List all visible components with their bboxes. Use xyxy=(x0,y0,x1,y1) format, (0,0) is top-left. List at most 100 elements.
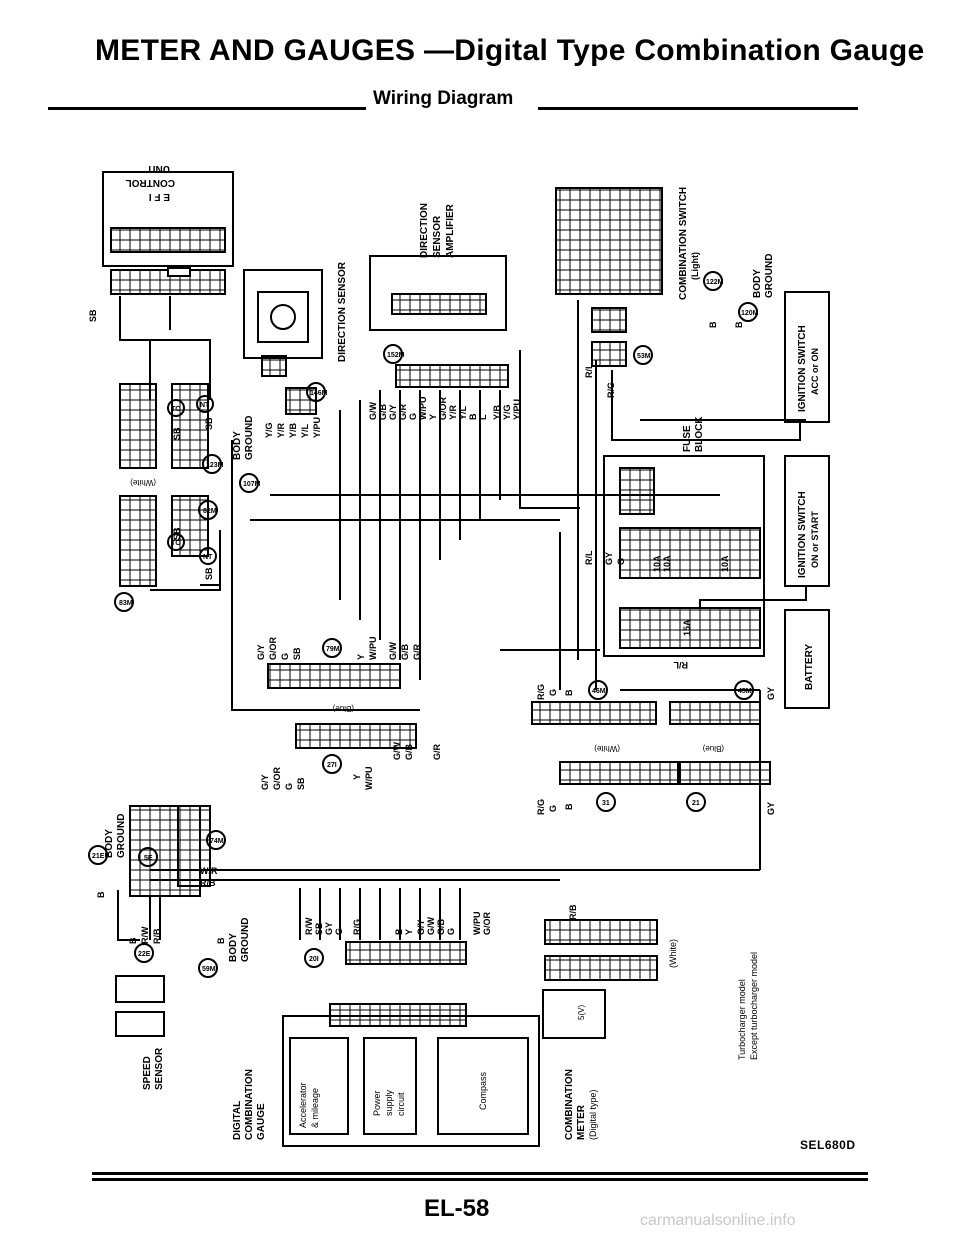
code-21: 21 xyxy=(692,800,700,807)
code-59m: 59M xyxy=(202,966,216,973)
white-label-left: (White) xyxy=(130,478,156,487)
code-82m: 82M xyxy=(203,508,217,515)
connector-82m xyxy=(198,500,218,520)
code-46m: 46M xyxy=(592,688,606,695)
wire-gw-lo: G/W xyxy=(392,741,402,760)
wire-g-5: G xyxy=(334,928,344,935)
compass-label: Compass xyxy=(478,1071,488,1110)
connector-nt-1 xyxy=(196,395,214,413)
connector-120m xyxy=(738,302,758,322)
code-tc-2: TC xyxy=(171,540,180,547)
fuse-block xyxy=(603,455,765,657)
direction-amp-label-3: AMPLIFIER xyxy=(445,203,456,258)
blue-label-right: (Blue) xyxy=(702,744,724,753)
wire-gw-mid: G/W xyxy=(388,641,398,660)
code-5e: 5E xyxy=(144,855,153,862)
direction-sensor-label: DIRECTION SENSOR xyxy=(337,261,348,362)
wire-b-9: B xyxy=(394,928,404,935)
speed-sensor xyxy=(115,975,165,1037)
fuse-15a: 15A xyxy=(682,619,692,636)
code-146m: 146M xyxy=(310,390,328,397)
wire-gy-5: GY xyxy=(324,922,334,935)
digital-combination-gauge xyxy=(282,1015,540,1147)
subtitle-line-left xyxy=(48,107,366,110)
wire-rb-3: R/B xyxy=(568,904,578,920)
code-31: 31 xyxy=(602,800,610,807)
code-83m: 83M xyxy=(119,600,133,607)
wire-gor-lo: G/OR xyxy=(272,766,282,790)
wire-gor-1: G/OR xyxy=(438,396,448,420)
fuse-block-label-2: BLOCK xyxy=(694,416,705,452)
page-subtitle: Wiring Diagram xyxy=(373,88,514,109)
connector-21-block xyxy=(677,761,771,812)
ignition-switch-acc-box xyxy=(784,291,830,423)
mid-body-ground-1: BODY xyxy=(232,431,243,460)
wire-gr-mid: G/R xyxy=(412,643,422,660)
wire-gy-lo: G/Y xyxy=(260,774,270,790)
code-tc-1: TC xyxy=(171,406,180,413)
wire-b-6: B xyxy=(96,891,106,898)
watermark: carmanualsonline.info xyxy=(640,1212,796,1229)
wire-rl-2: R/L xyxy=(584,550,594,565)
connector-53m xyxy=(633,345,653,365)
battery-label: BATTERY xyxy=(804,644,815,690)
body-ground-label-1: BODY xyxy=(752,269,763,298)
meter-white-label: (White) xyxy=(668,939,678,968)
ecu-label-3: UNIT xyxy=(147,163,170,174)
wire-wpu-mid: W/PU xyxy=(368,637,378,661)
wire-yb-1: Y/B xyxy=(288,422,298,438)
ecu-label-1: E F I xyxy=(149,191,170,202)
fuse-10a-1: 10A xyxy=(652,555,662,572)
accelerator-label-2: & mileage xyxy=(310,1088,320,1128)
direction-amp-label-1: DIRECTION xyxy=(419,203,430,258)
wire-ypu-2: Y/PU xyxy=(512,399,522,420)
combination-meter-label-3: (Digital type) xyxy=(588,1089,598,1140)
code-74m: 74M xyxy=(210,838,224,845)
power-supply-label-2: supply xyxy=(384,1089,394,1116)
connector-27i-block xyxy=(295,723,417,774)
wire-g-3: G xyxy=(548,689,558,696)
lower-left-connectors xyxy=(88,805,226,978)
connector-146m xyxy=(306,382,326,402)
blue-label-mid: (Blue) xyxy=(332,704,354,713)
diagram-code: SEL680D xyxy=(800,1138,856,1152)
code-21e: 21E xyxy=(92,853,105,860)
code-nt-1: NT xyxy=(200,402,210,409)
direction-sensor xyxy=(243,269,323,415)
connector-152m xyxy=(383,344,403,364)
wire-rl-3: R/L xyxy=(673,660,688,670)
wire-sb-mid: SB xyxy=(292,647,302,660)
connector-122m xyxy=(703,271,723,291)
wire-yl-2: Y/L xyxy=(458,405,468,420)
fuse-10a-2: 10A xyxy=(662,555,672,572)
connector-79m-block xyxy=(267,638,401,689)
wire-rg-4: R/G xyxy=(352,919,362,935)
lower-body-ground-1: BODY xyxy=(228,933,239,962)
wire-b-8: B xyxy=(216,937,226,944)
code-45m: 45M xyxy=(738,688,752,695)
wire-g-1: G xyxy=(408,413,418,420)
wire-sb-1: SB xyxy=(172,427,182,440)
connector-45m-block xyxy=(669,680,761,725)
page-number: EL-58 xyxy=(424,1195,490,1222)
ignition-acc-label-2: ACC or ON xyxy=(810,348,820,395)
wire-yl-1: Y/L xyxy=(300,423,310,438)
connector-nt-2 xyxy=(199,547,217,565)
wire-gw-2: G/W xyxy=(426,916,436,935)
speed-sensor-label-2: SENSOR xyxy=(154,1047,165,1090)
wire-rl-1: R/L xyxy=(584,363,594,378)
wire-sb-2: SB xyxy=(204,417,214,430)
code-20i: 20I xyxy=(309,956,319,963)
speed-sensor-label-1: SPEED xyxy=(142,1056,153,1090)
body-ground-label-2: GROUND xyxy=(764,254,775,298)
ignition-start-label-2: ON or START xyxy=(810,511,820,568)
fuse-10a-3: 10A xyxy=(720,555,730,572)
wire-b-5: B xyxy=(564,803,574,810)
wire-b-2: B xyxy=(708,321,718,328)
ignition-acc-label-1: IGNITION SWITCH xyxy=(797,325,808,412)
wire-yb-2: Y/B xyxy=(492,404,502,420)
power-supply-label-3: circuit xyxy=(396,1092,406,1116)
wire-gy-4: GY xyxy=(766,802,776,815)
wire-wpu-1: W/PU xyxy=(418,397,428,421)
